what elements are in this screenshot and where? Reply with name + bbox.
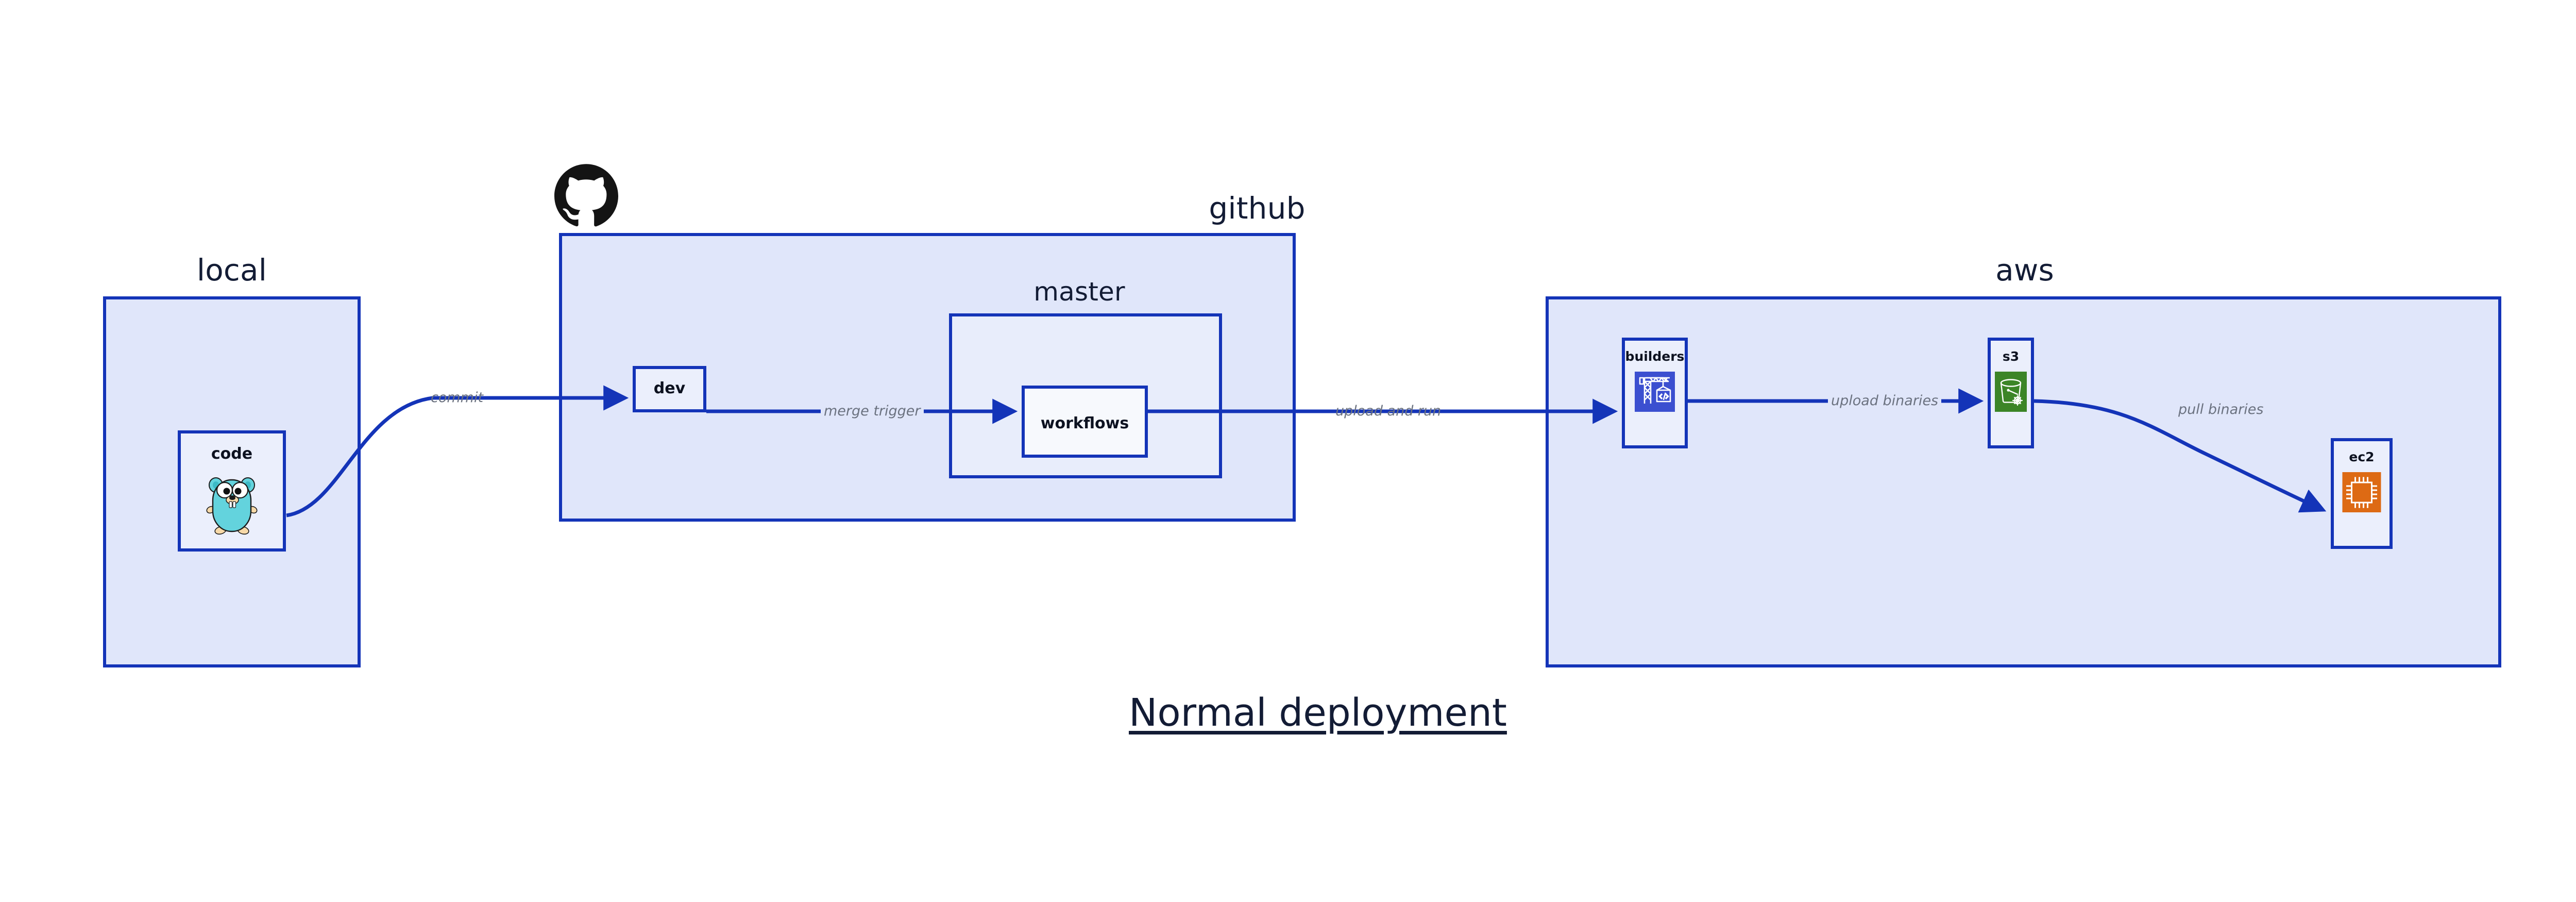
edge-label-commit: commit [431,390,484,406]
edge-label-upload-binaries: upload binaries [1828,393,1942,409]
group-title-master: master [1033,277,1125,307]
github-octocat-icon [554,164,618,227]
node-label-builders: builders [1625,349,1685,364]
node-label-code: code [211,445,253,463]
node-label-workflows: workflows [1040,414,1129,432]
aws-codebuild-crane-icon [1635,372,1675,412]
node-workflows[interactable]: workflows [1022,386,1148,458]
go-gopher-icon [204,471,260,535]
node-dev[interactable]: dev [633,366,706,412]
group-title-local: local [196,253,267,288]
node-ec2[interactable]: ec2 [2331,438,2393,549]
edge-label-upload-and-run: upload and run [1335,403,1442,419]
aws-s3-glacier-bucket-icon [1995,372,2027,412]
aws-ec2-chip-icon [2342,472,2381,512]
edge-label-merge-trigger: merge trigger [821,404,924,419]
node-s3[interactable]: s3 [1988,338,2034,448]
node-code[interactable]: code [178,430,286,552]
group-title-aws: aws [1995,253,2054,288]
node-label-ec2: ec2 [2349,449,2375,464]
node-label-s3: s3 [2002,349,2020,364]
edge-label-pull-binaries: pull binaries [2175,402,2267,417]
node-label-dev: dev [653,379,686,397]
diagram-caption: Normal deployment [1129,691,1507,735]
group-title-github: github [1209,191,1306,226]
node-builders[interactable]: builders [1622,338,1688,448]
